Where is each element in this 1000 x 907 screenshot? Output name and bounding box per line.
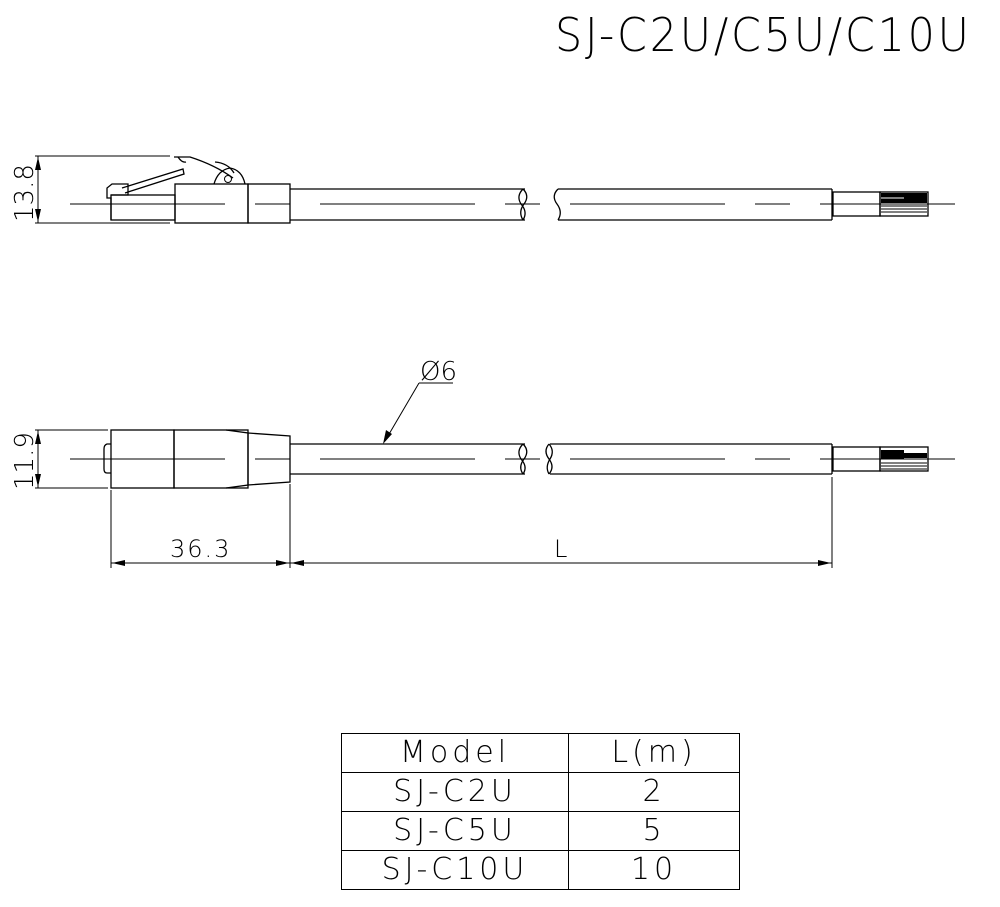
cell-model: SJ-C10U bbox=[341, 850, 569, 890]
side-view: 13.8 bbox=[10, 155, 955, 224]
drawing-title: SJ-C2U/C5U/C10U bbox=[555, 8, 972, 62]
diameter-label: Ø6 bbox=[420, 357, 457, 387]
wire-ends-top bbox=[879, 446, 929, 472]
diameter-callout: Ø6 bbox=[383, 357, 457, 444]
height-dimension-11-9: 11.9 bbox=[10, 429, 108, 490]
cell-length: 10 bbox=[568, 850, 740, 890]
cell-model: SJ-C5U bbox=[341, 811, 569, 851]
cell-length: 5 bbox=[568, 811, 740, 851]
header-model: Model bbox=[341, 733, 569, 773]
cable-side-left bbox=[290, 188, 528, 221]
cable-top-left bbox=[290, 443, 528, 475]
rj45-plug-top bbox=[103, 429, 291, 489]
table-row: SJ-C5U 5 bbox=[341, 811, 740, 851]
top-view: 11.9 bbox=[10, 357, 955, 568]
cell-model: SJ-C2U bbox=[341, 772, 569, 812]
length-dimensions: 36.3 L bbox=[110, 477, 833, 568]
header-length: L(m) bbox=[568, 733, 740, 773]
cable-side-right bbox=[553, 188, 881, 221]
height-dimension-13-8: 13.8 bbox=[10, 155, 170, 224]
height-dim-label: 13.8 bbox=[10, 164, 40, 222]
table-header-row: Model L(m) bbox=[341, 733, 740, 773]
table-row: SJ-C2U 2 bbox=[341, 772, 740, 812]
wire-ends-side bbox=[879, 191, 929, 217]
rj45-plug-side bbox=[106, 156, 291, 224]
cell-length: 2 bbox=[568, 772, 740, 812]
height-dim-label: 11.9 bbox=[10, 432, 40, 490]
table-row: SJ-C10U 10 bbox=[341, 850, 740, 890]
cable-length-label: L bbox=[554, 535, 567, 563]
connector-length-label: 36.3 bbox=[170, 535, 231, 563]
model-length-table: Model L(m) SJ-C2U 2 SJ-C5U 5 SJ-C10U 10 bbox=[341, 733, 740, 890]
